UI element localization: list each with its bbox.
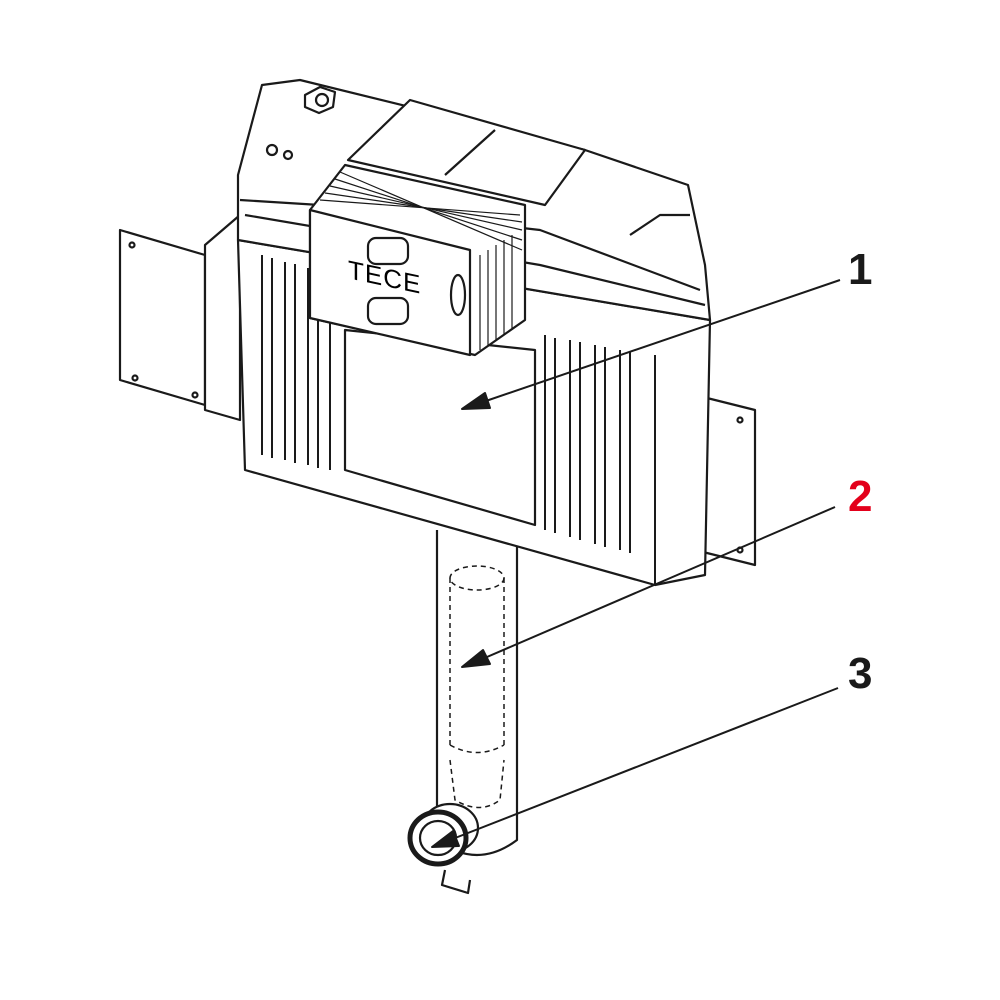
inner-pipe	[449, 565, 505, 809]
callout-leaders	[431, 279, 841, 848]
left-mounting-plate	[118, 213, 242, 422]
callout-label-2: 2	[848, 472, 873, 521]
callout-label-3: 3	[848, 649, 873, 698]
callout-label-1: 1	[848, 245, 873, 294]
cistern	[236, 78, 712, 587]
